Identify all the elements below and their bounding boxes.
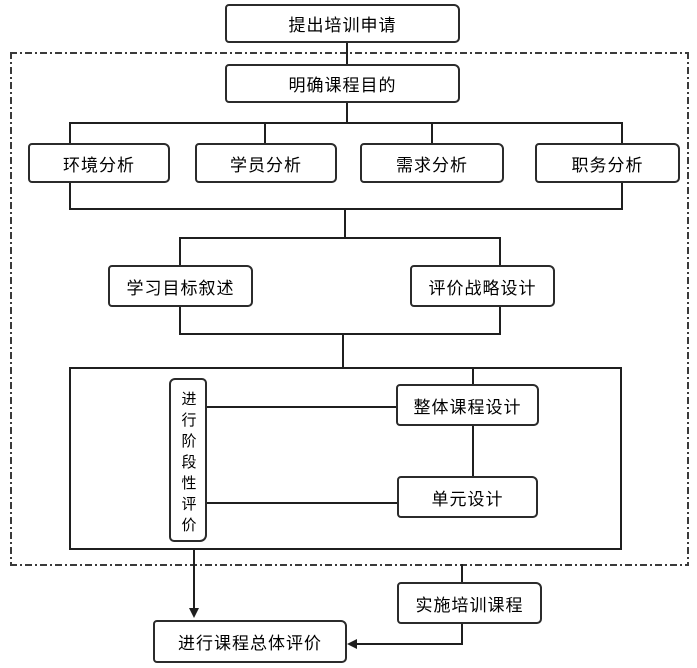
arrow-down-icon [189, 608, 199, 618]
node-trainee-analysis: 学员分析 [195, 143, 337, 183]
node-implement-course: 实施培训课程 [397, 582, 542, 624]
connector-collector-to-split [344, 208, 346, 238]
collector-line-analysis [69, 208, 623, 210]
drop-to-needs-analysis [431, 122, 433, 144]
node-unit-design: 单元设计 [397, 476, 538, 518]
phase-boundary-right [687, 52, 689, 566]
drop-to-job-analysis [621, 122, 623, 144]
connector-boundary-to-implement [461, 564, 463, 582]
node-env-analysis: 环境分析 [28, 143, 170, 183]
connector-container-to-overall-design [472, 367, 474, 384]
collector-line-objectives [179, 333, 501, 335]
drop-to-trainee-analysis [264, 122, 266, 144]
node-learning-objectives: 学习目标叙述 [108, 265, 253, 307]
distributor-line-objectives [179, 237, 501, 239]
node-needs-analysis: 需求分析 [360, 143, 504, 183]
connector-merge-to-container [342, 333, 344, 367]
riser-from-env-analysis [69, 183, 71, 210]
connector-clarify-to-distributor [346, 103, 348, 124]
node-evaluation-strategy: 评价战略设计 [410, 265, 555, 307]
connector-implement-to-overall-evaluation [355, 643, 463, 645]
node-overall-evaluation: 进行课程总体评价 [153, 620, 347, 663]
riser-from-learning-objectives [179, 307, 181, 335]
node-clarify-purpose: 明确课程目的 [225, 64, 460, 103]
connector-phased-eval-to-overall-design [207, 406, 396, 408]
connector-submit-to-clarify [346, 43, 348, 65]
node-job-analysis: 职务分析 [535, 143, 680, 183]
phase-boundary-top [10, 52, 689, 54]
node-submit-request: 提出培训申请 [225, 4, 460, 43]
riser-from-evaluation-strategy [499, 307, 501, 335]
design-stage-container [69, 367, 622, 550]
distributor-line-analysis [69, 122, 623, 124]
connector-container-to-overall-evaluation [193, 550, 195, 610]
node-phased-evaluation: 进行阶段性评价 [169, 378, 207, 542]
node-overall-course-design: 整体课程设计 [396, 384, 539, 426]
connector-overall-design-to-unit-design [472, 426, 474, 476]
drop-to-learning-objectives [179, 237, 181, 265]
arrow-left-icon [347, 639, 357, 649]
phase-boundary-left [10, 52, 12, 566]
connector-phased-eval-to-unit-design [207, 502, 397, 504]
drop-to-env-analysis [69, 122, 71, 144]
phase-boundary-bottom [10, 564, 689, 566]
connector-implement-down [461, 624, 463, 645]
riser-from-job-analysis [621, 183, 623, 210]
drop-to-evaluation-strategy [499, 237, 501, 265]
